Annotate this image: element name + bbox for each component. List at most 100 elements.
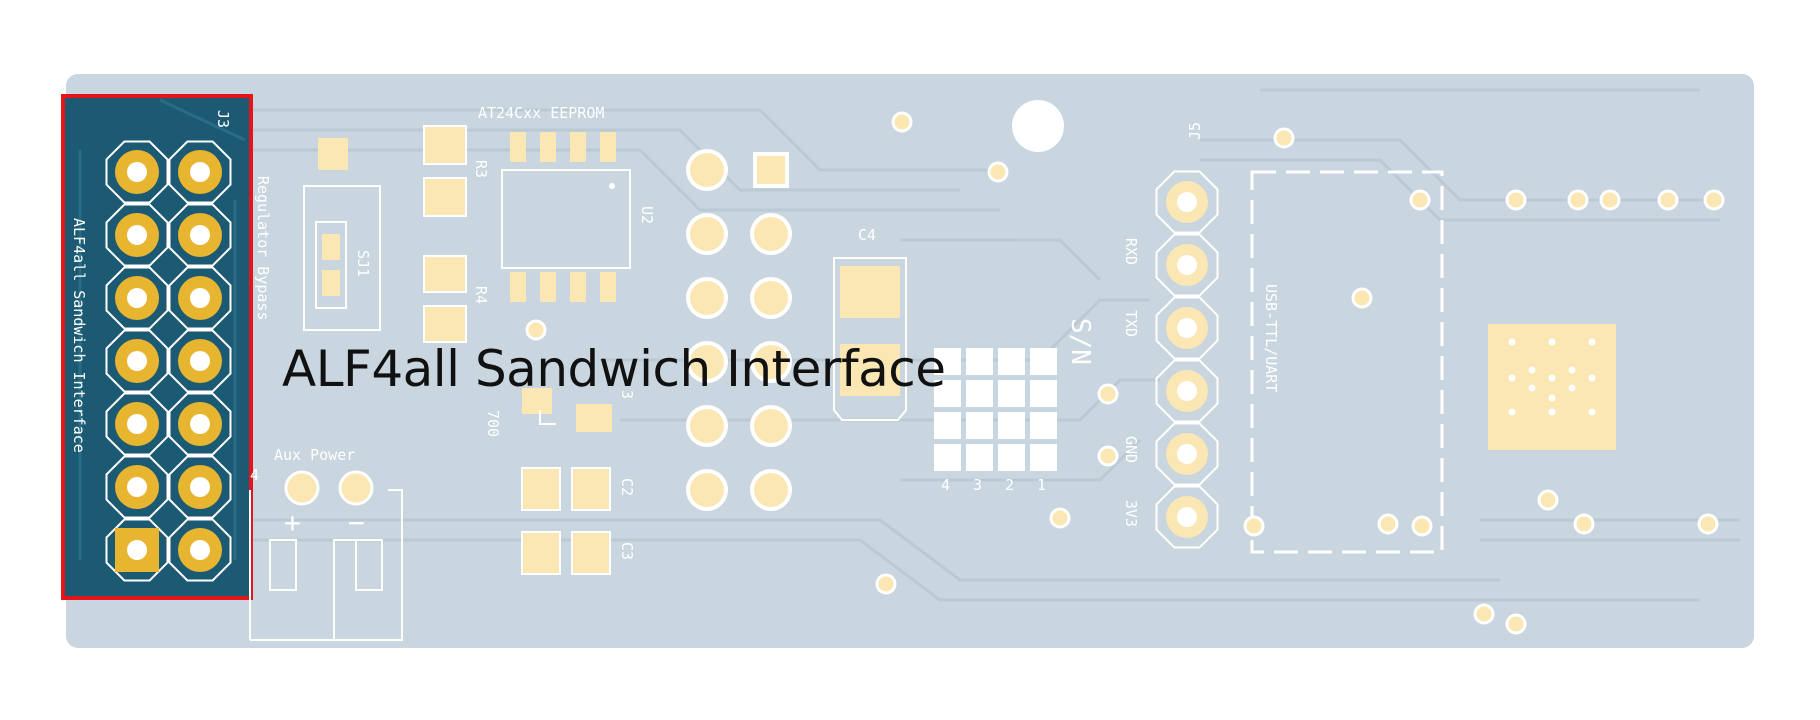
j5-pin-hole (1177, 444, 1197, 464)
j5-pin-outline (1155, 296, 1219, 360)
partial-label-3: 3 (618, 390, 636, 399)
via (1505, 613, 1527, 635)
j5-gnd-label: GND (1122, 436, 1140, 463)
ground-via (1548, 338, 1556, 346)
j3-pin-hole (190, 162, 210, 182)
square-pad (753, 152, 789, 188)
aux-power-pad (284, 470, 320, 506)
j3-pin-hole (190, 288, 210, 308)
aux-power-outline (249, 489, 403, 641)
ground-via (1568, 384, 1576, 392)
serial-grid-cell (966, 412, 993, 439)
c3-pad (521, 531, 561, 575)
through-hole-pad-grid (686, 149, 792, 511)
j3-pin-hole (190, 540, 210, 560)
via (1273, 127, 1295, 149)
via (1505, 189, 1527, 211)
j3-label: J3 (214, 110, 232, 128)
through-hole-pad (750, 405, 792, 447)
ground-via (1508, 374, 1516, 382)
sj1-label: SJ1 (354, 250, 372, 277)
j3-highlight-traces (78, 98, 246, 560)
traces (250, 88, 1740, 602)
via (1697, 513, 1719, 535)
sj1-pad (322, 270, 340, 296)
u2-pads (510, 132, 616, 302)
ground-via (1588, 374, 1596, 382)
r4-label: R4 (472, 286, 490, 304)
j3-pin-hole (190, 225, 210, 245)
serial-grid-cell (934, 348, 961, 375)
ground-via (1548, 408, 1556, 416)
via (1097, 445, 1119, 467)
via (1657, 189, 1679, 211)
regulator-bypass-label: Regulator Bypass (254, 176, 272, 321)
through-hole-pad (686, 213, 728, 255)
u2-body (501, 169, 631, 269)
serial-grid-number: 3 (973, 476, 982, 494)
via (1573, 513, 1595, 535)
serial-grid-cell (1030, 444, 1057, 471)
serial-grid-cell (998, 412, 1025, 439)
c4-pad (840, 266, 900, 318)
ground-via (1528, 384, 1536, 392)
r3-pad (423, 177, 467, 217)
through-hole-pad (750, 469, 792, 511)
ground-via (1588, 408, 1596, 416)
sj1-outline (303, 185, 381, 331)
c3-pad (571, 531, 611, 575)
via (987, 161, 1009, 183)
serial-grid-cell (998, 380, 1025, 407)
via (1351, 287, 1373, 309)
j3-pin-outline (105, 392, 169, 456)
through-hole-pad (686, 405, 728, 447)
j5-pin-outline (1155, 422, 1219, 486)
serial-grid-cell (1030, 348, 1057, 375)
j5-pin-hole (1177, 192, 1197, 212)
vias (525, 111, 1725, 635)
ground-via (1588, 338, 1596, 346)
through-hole-pad (686, 277, 728, 319)
c4-label: C4 (858, 226, 876, 244)
serial-grid-cell (934, 444, 961, 471)
r3-pad (423, 125, 467, 165)
serial-number-grid (934, 348, 1057, 471)
partial-label-700: 700 (484, 410, 502, 437)
j3-pin-outline (105, 266, 169, 330)
j3-pin-hole (190, 414, 210, 434)
via (875, 573, 897, 595)
j3-vertical-label: ALF4all Sandwich Interface (70, 218, 88, 453)
j3-pin-outline (168, 392, 232, 456)
pad (318, 138, 348, 170)
j3-pin-outline (168, 518, 232, 582)
via (891, 111, 913, 133)
via (1473, 603, 1495, 625)
sj1-body (315, 221, 347, 309)
j5-label: J5 (1186, 122, 1204, 140)
j4-partial-label: 4 (250, 466, 259, 484)
r4-pad (423, 305, 467, 343)
sn-label: S/N (1065, 318, 1095, 365)
through-hole-pad (750, 277, 792, 319)
j3-pin-hole (127, 162, 147, 182)
pad (576, 404, 612, 432)
j3-pin-outline (168, 329, 232, 393)
serial-grid-cell (966, 380, 993, 407)
j5-pin-outline (1155, 233, 1219, 297)
j3-header-pins (105, 140, 232, 582)
serial-grid-cell (934, 412, 961, 439)
via (525, 319, 547, 341)
through-hole-pad (686, 469, 728, 511)
j5-pin-hole (1177, 318, 1197, 338)
u2-pin1-dot (609, 183, 615, 189)
through-hole-pad (750, 341, 792, 383)
c4-pad (840, 344, 900, 396)
j3-pin-outline (168, 455, 232, 519)
via (1703, 189, 1725, 211)
j3-pin-hole (127, 351, 147, 371)
serial-grid-cell (966, 348, 993, 375)
via (1537, 489, 1559, 511)
j3-pin-hole (127, 225, 147, 245)
eeprom-label: AT24Cxx EEPROM (478, 104, 604, 122)
